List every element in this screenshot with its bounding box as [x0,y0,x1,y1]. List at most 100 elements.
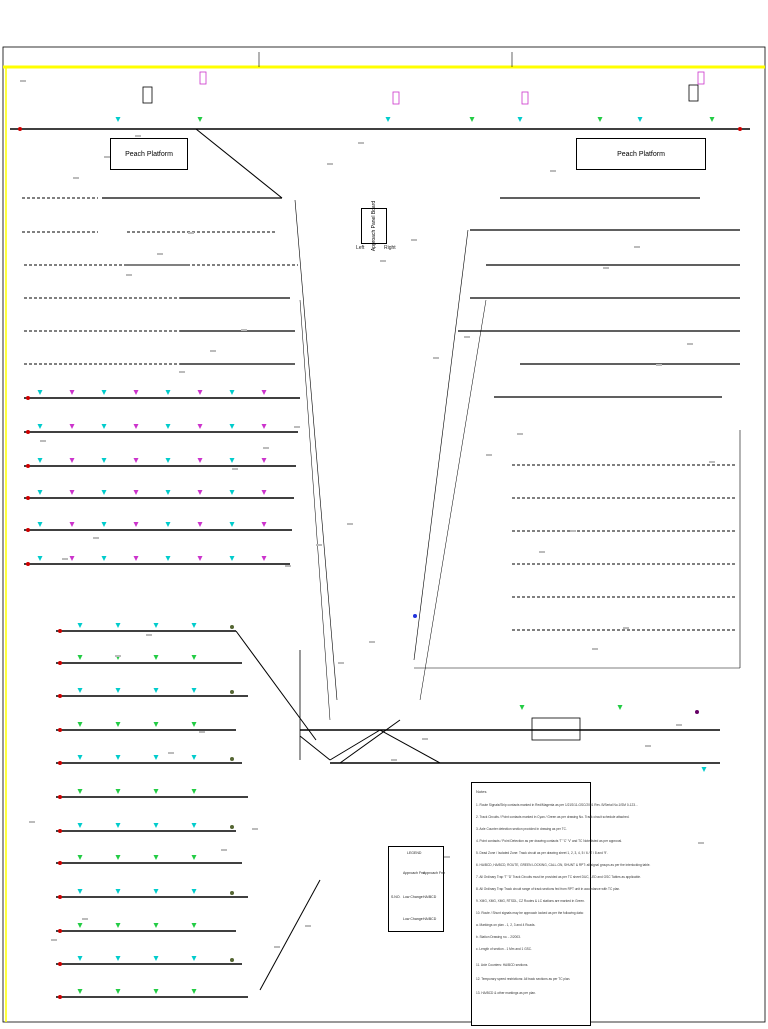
yard-left-signal-2-40 [37,458,43,463]
top-signal-4 [517,117,523,122]
low-road-stop-4 [58,761,62,765]
yard-left-signal-4-72 [69,522,75,527]
low-road-signal-0-156 [153,623,159,628]
low-road-signal-9-80 [77,923,83,928]
yard-left-signal-5-264 [261,556,267,561]
notes-box: Notes 1. Route Signals/Ship contacts mar… [471,782,650,1026]
low-road-signal-3-194 [191,722,197,727]
label-tick-19 [327,163,333,165]
junction-signal-cyan [701,767,707,772]
top-marker-magenta-left [199,71,207,85]
low-road-stop-1 [58,661,62,665]
yard-left-signal-3-168 [165,490,171,495]
low-road-signal-5-118 [115,789,121,794]
yard-left-signal-3-200 [197,490,203,495]
label-tick-3 [179,371,185,373]
low-road-signal-9-118 [115,923,121,928]
low-road-marker-2 [230,690,234,694]
fan-diagonal-c [259,879,321,991]
label-tick-12 [656,364,662,366]
low-road-signal-0-80 [77,623,83,628]
yard-left-signal-0-168 [165,390,171,395]
legend-r0c2: Approach Frm [423,871,446,875]
yard-left-signal-1-104 [101,424,107,429]
yard-left-signal-3-232 [229,490,235,495]
crossover-top-left [195,128,283,199]
junction-crossover-b [379,729,441,764]
fan-diagonal-b [299,735,331,761]
yard-left-signal-2-72 [69,458,75,463]
low-road-signal-7-80 [77,855,83,860]
yard-left-signal-1-72 [69,424,75,429]
label-tick-27 [51,939,57,941]
yard-left-signal-3-264 [261,490,267,495]
low-road-signal-6-80 [77,823,83,828]
yard-left-signal-2-200 [197,458,203,463]
low-road-stop-7 [58,861,62,865]
platform-left-label: Peach Platform [125,150,173,158]
top-stop-1 [738,127,742,131]
note-5: 5. Dead Zone / Isolated Zone: Track circ… [476,851,608,855]
legend-r2c2: HA/BCD [423,917,437,921]
low-road-stop-11 [58,995,62,999]
low-road-signal-5-156 [153,789,159,794]
low-road-signal-3-80 [77,722,83,727]
low-road-stop-6 [58,829,62,833]
low-road-signal-0-118 [115,623,121,628]
top-signal-2 [385,117,391,122]
low-road-signal-1-194 [191,655,197,660]
note-11: 11. Axle Counters: HA/BCD sections. [476,963,529,967]
label-tick-21 [433,357,439,359]
low-road-signal-11-194 [191,989,197,994]
label-tick-1 [73,177,79,179]
yard-left-stop-4 [26,528,30,532]
label-tick-39 [687,343,693,345]
approach-diagonal-left [294,199,338,701]
yard-left-signal-0-232 [229,390,235,395]
yard-left-signal-0-136 [133,390,139,395]
low-road-stop-8 [58,895,62,899]
yard-left-signal-3-136 [133,490,139,495]
label-tick-54 [82,918,88,920]
note-10: 10. Route / Shunt signals may be approac… [476,911,584,915]
low-road-signal-5-194 [191,789,197,794]
yard-left-stop-0 [26,396,30,400]
top-signal-7 [709,117,715,122]
yard-left-signal-4-104 [101,522,107,527]
approach-diagonal-left-2 [299,299,331,721]
top-signal-1 [197,117,203,122]
cabin-icon-right [688,84,699,102]
label-tick-18 [274,946,280,948]
page-border [2,46,766,1023]
low-road-signal-7-194 [191,855,197,860]
label-tick-25 [645,745,651,747]
low-road-signal-1-156 [153,655,159,660]
label-tick-42 [146,634,152,636]
low-road-signal-8-194 [191,889,197,894]
yard-left-signal-1-40 [37,424,43,429]
label-tick-10 [550,170,556,172]
note-4: 4. Point contacts / Point Detection as p… [476,839,623,843]
label-tick-26 [698,842,704,844]
legend-r1c1: Low Change [403,895,423,899]
low-road-signal-4-156 [153,755,159,760]
label-tick-45 [305,925,311,927]
yard-left-signal-3-40 [37,490,43,495]
yard-left-signal-4-40 [37,522,43,527]
yard-left-signal-5-168 [165,556,171,561]
label-tick-43 [199,731,205,733]
yard-left-signal-0-72 [69,390,75,395]
label-tick-56 [188,232,194,234]
low-road-signal-10-156 [153,956,159,961]
low-road-signal-10-80 [77,956,83,961]
low-road-stop-9 [58,929,62,933]
low-road-signal-9-194 [191,923,197,928]
yard-left-signal-3-104 [101,490,107,495]
approach-panel-box: Approach Panel Board [361,201,387,251]
yard-left-signal-1-136 [133,424,139,429]
low-road-signal-8-118 [115,889,121,894]
low-road-marker-4 [230,757,234,761]
legend-title: LEGEND [407,851,422,855]
low-road-signal-4-80 [77,755,83,760]
yard-left-signal-1-200 [197,424,203,429]
